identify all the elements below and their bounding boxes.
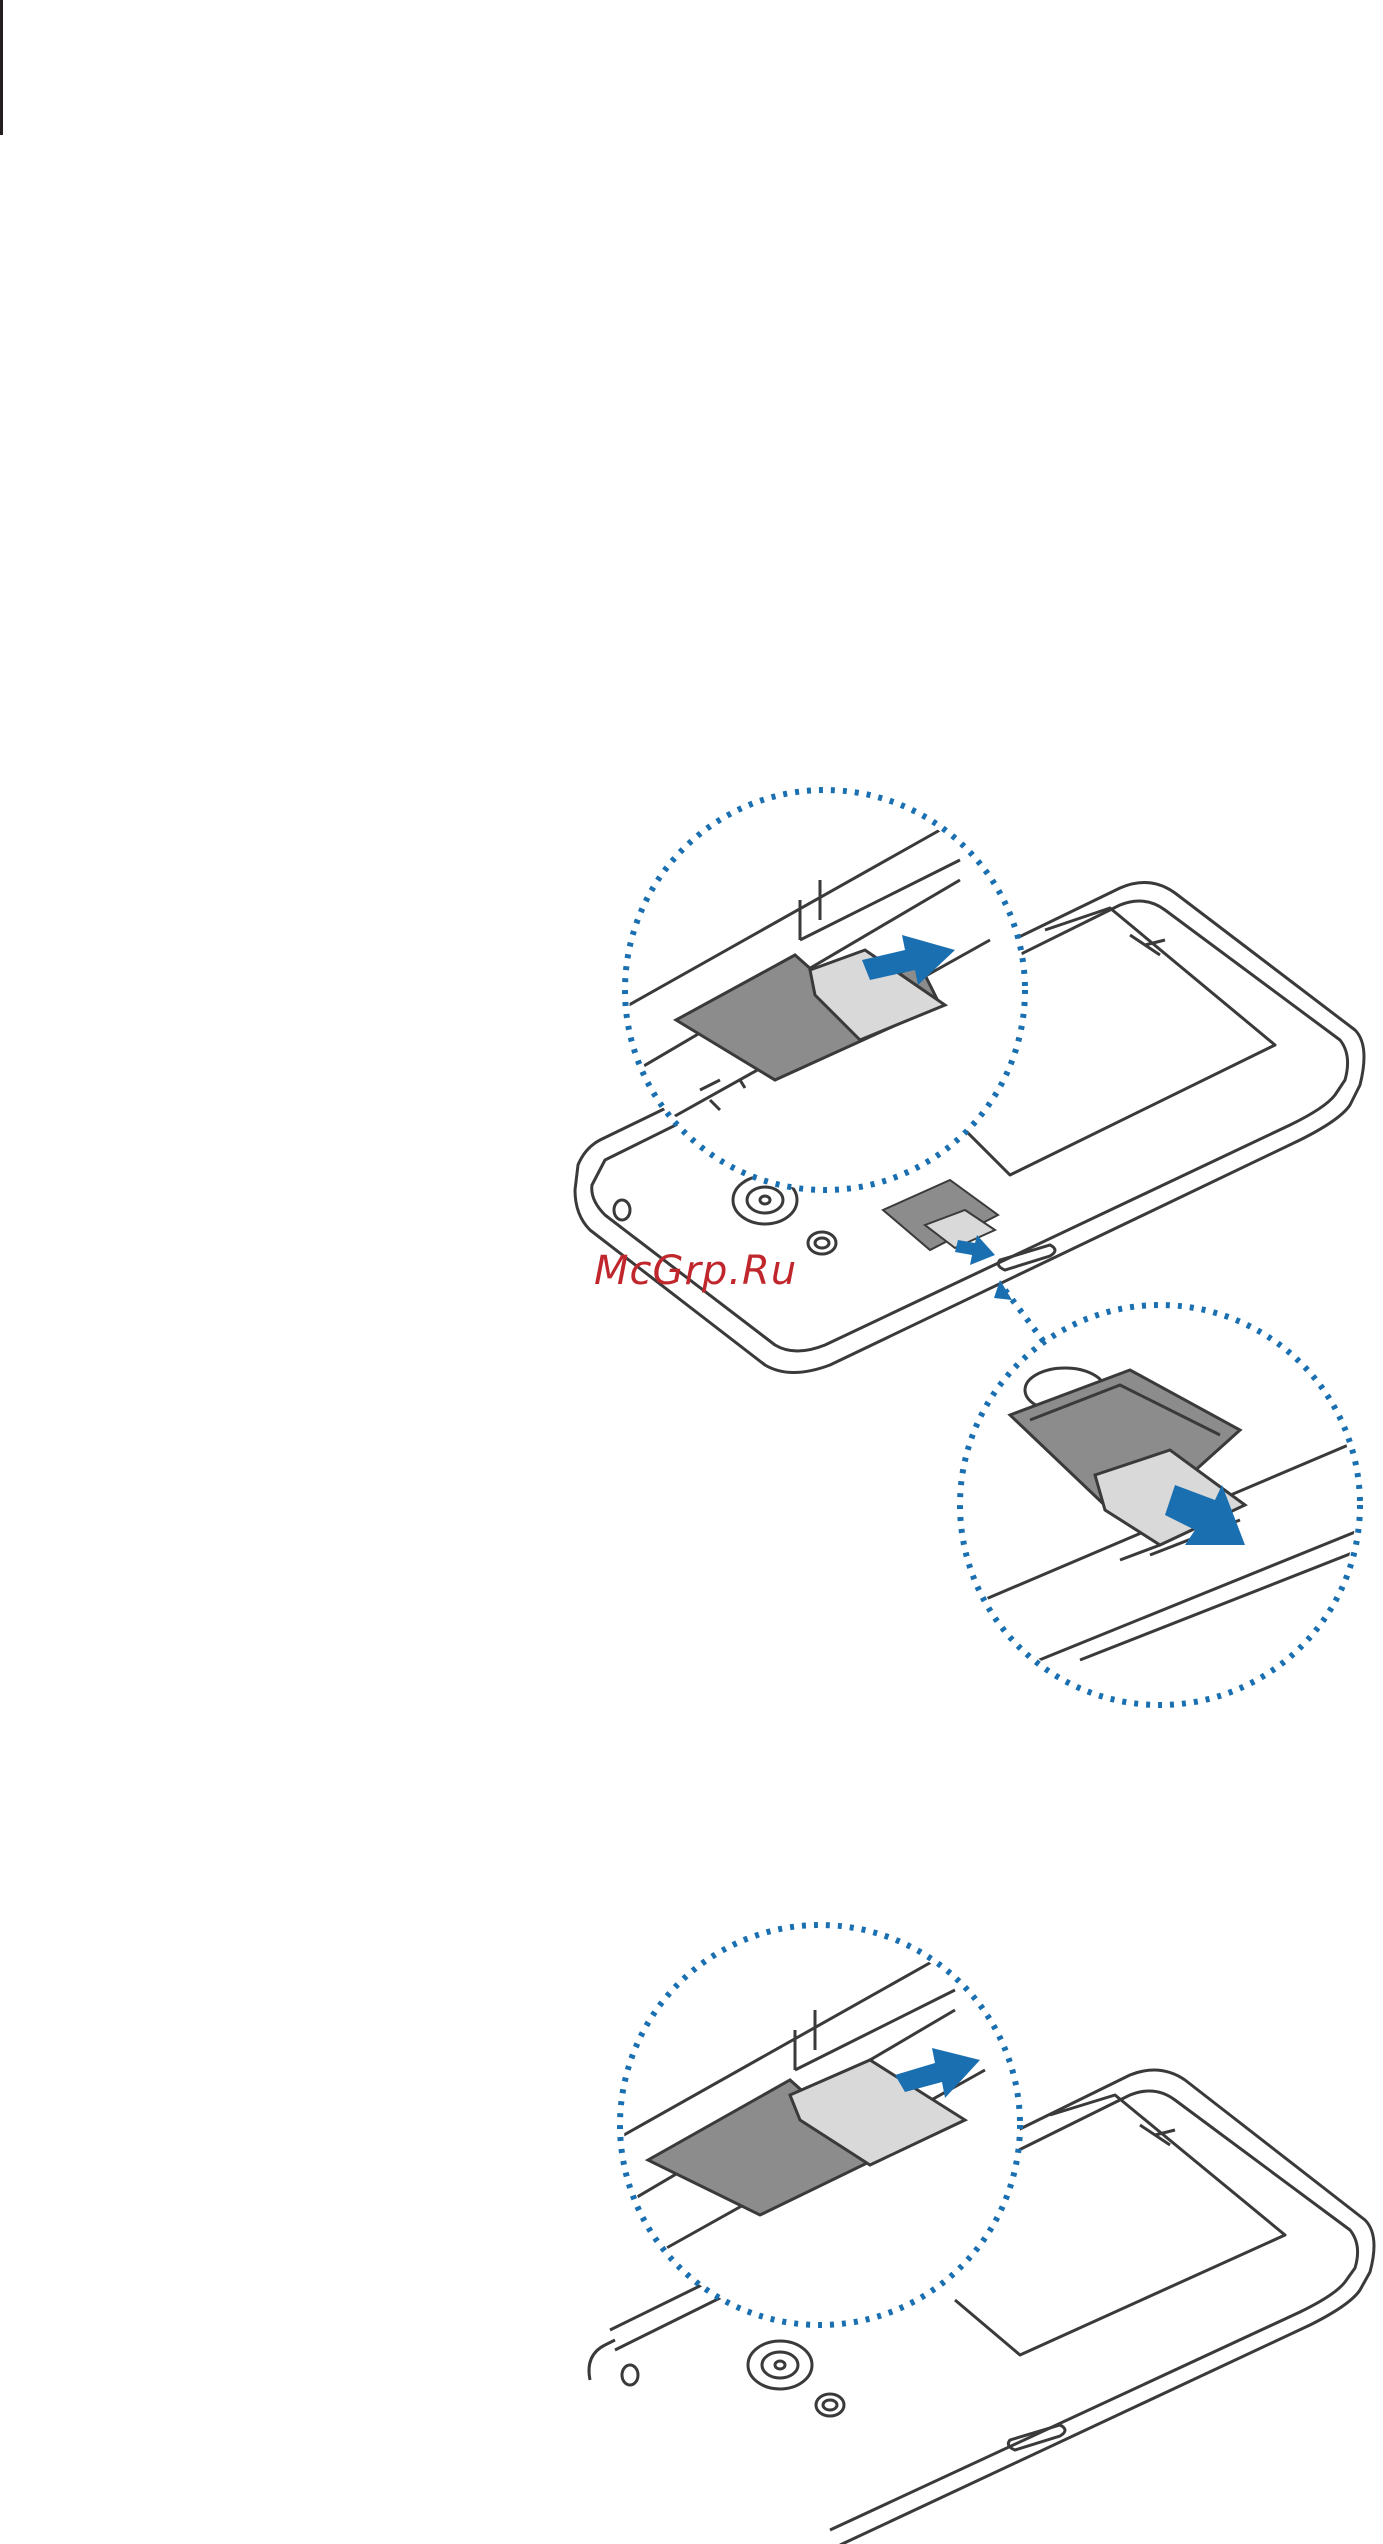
zoom-circle-insert	[620, 790, 1025, 1190]
insert-sim-card-illustration	[0, 1900, 1383, 2544]
camera-lens-icon-2	[622, 2341, 1065, 2450]
watermark-text: McGrp.Ru	[594, 1248, 797, 1294]
page-margin-rule	[0, 0, 3, 135]
insert-sim-svg	[0, 1900, 1383, 2544]
zoom-circle-remove	[960, 1305, 1360, 1705]
zoom-circle-insert-2	[615, 1925, 1020, 2325]
